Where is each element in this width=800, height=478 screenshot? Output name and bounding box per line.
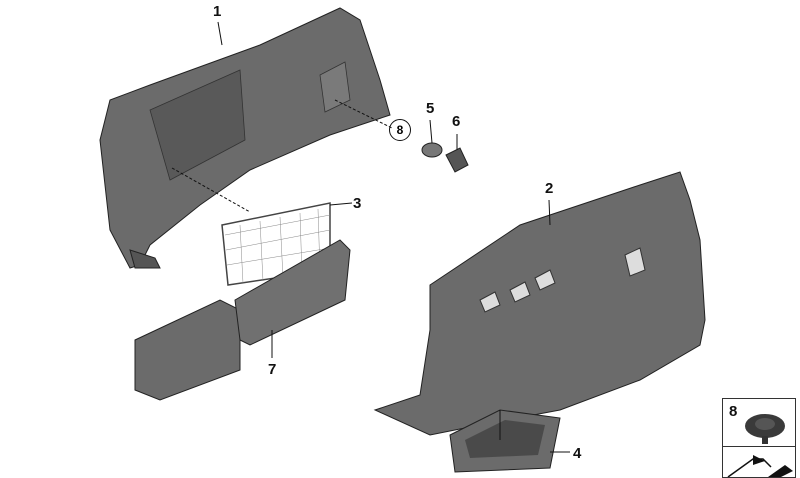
part-label-7: 7 [268, 361, 277, 378]
part-label-6: 6 [452, 113, 461, 130]
part-2-side-trim-panel [373, 171, 706, 436]
part-4-tray [449, 409, 561, 473]
legend-item-number: 8 [729, 403, 738, 420]
part-label-2: 2 [545, 180, 554, 197]
part-label-1: 1 [213, 3, 222, 20]
legend-box-item-8: 8 [722, 398, 796, 448]
part-7-storage-boxes [134, 239, 351, 401]
part-6-cap [445, 147, 469, 173]
diagram-nav-box[interactable] [722, 446, 796, 478]
part-label-3: 3 [353, 195, 362, 212]
expanding-rivet-icon [745, 414, 785, 444]
part-label-4: 4 [573, 445, 582, 462]
part-label-5: 5 [426, 100, 435, 117]
part-label-8-circled: 8 [389, 119, 411, 141]
part-1-side-trim-panel [99, 7, 391, 269]
part-5-clip [421, 142, 443, 158]
